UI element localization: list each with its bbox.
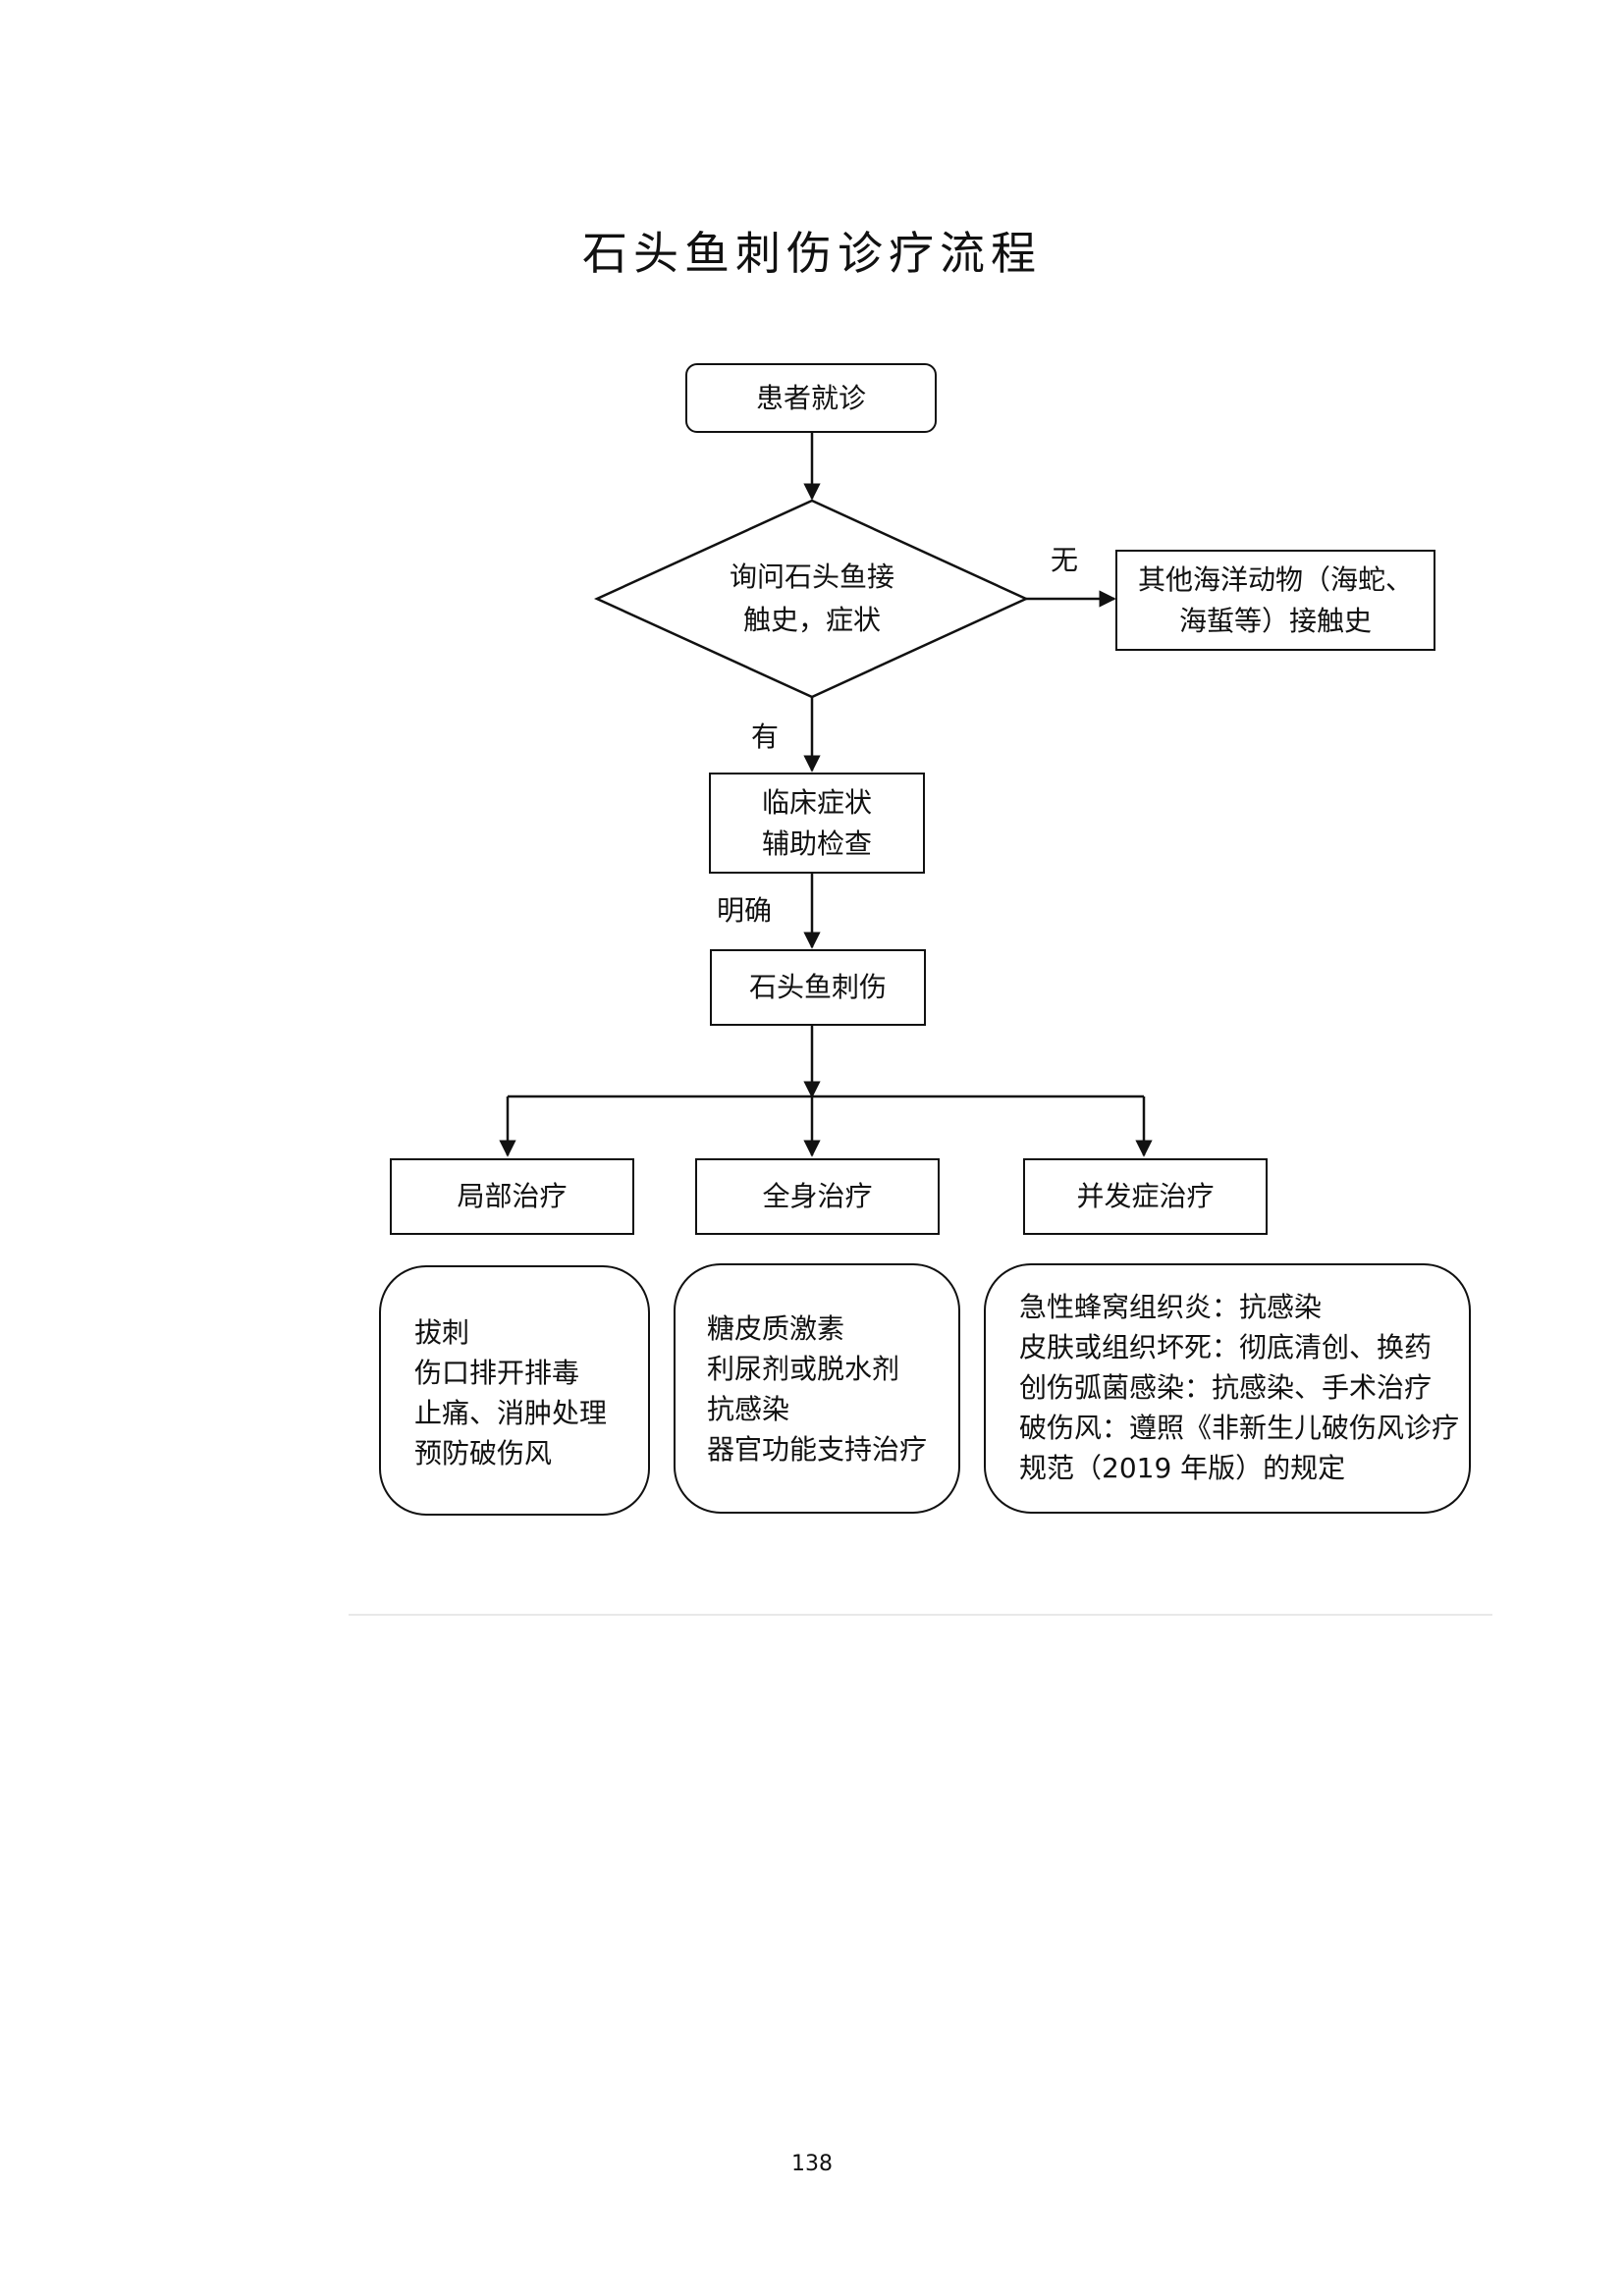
card-complication-details: 急性蜂窝组织炎：抗感染 皮肤或组织坏死：彻底清创、换药 创伤弧菌感染：抗感染、手… — [984, 1263, 1471, 1514]
card-local-details: 拔刺 伤口排开排毒 止痛、消肿处理 预防破伤风 — [379, 1265, 650, 1516]
complication-detail-3: 创伤弧菌感染：抗感染、手术治疗 — [1019, 1371, 1433, 1404]
systemic-detail-2: 利尿剂或脱水剂 — [707, 1353, 900, 1385]
local-detail-1: 拔刺 — [414, 1316, 470, 1349]
node-local-treatment: 局部治疗 — [390, 1158, 634, 1235]
complication-detail-2: 皮肤或组织坏死：彻底清创、换药 — [1019, 1331, 1433, 1363]
node-complication-treatment: 并发症治疗 — [1023, 1158, 1268, 1235]
local-detail-3: 止痛、消肿处理 — [414, 1397, 608, 1429]
node-diagnosis-label: 石头鱼刺伤 — [748, 971, 887, 1003]
node-clinical-line-2: 辅助检查 — [761, 827, 872, 860]
local-detail-2: 伤口排开排毒 — [414, 1357, 580, 1389]
edge-label-yes: 有 — [751, 721, 780, 753]
edge-label-no: 无 — [1051, 544, 1079, 576]
card-systemic-details: 糖皮质激素 利尿剂或脱水剂 抗感染 器官功能支持治疗 — [674, 1263, 960, 1514]
decision-line-2: 触史，症状 — [742, 604, 881, 636]
node-other-line-1: 其他海洋动物（海蛇、 — [1137, 562, 1413, 596]
complication-detail-1: 急性蜂窝组织炎：抗感染 — [1019, 1291, 1323, 1323]
node-clinical-exam: 临床症状 辅助检查 — [709, 773, 925, 874]
node-local-label: 局部治疗 — [457, 1180, 568, 1212]
node-clinical-line-1: 临床症状 — [761, 785, 872, 819]
edge-label-confirmed: 明确 — [717, 894, 773, 927]
complication-detail-4: 破伤风：遵照《非新生儿破伤风诊疗 — [1019, 1412, 1460, 1444]
local-detail-4: 预防破伤风 — [414, 1437, 553, 1469]
node-systemic-label: 全身治疗 — [762, 1180, 873, 1212]
systemic-detail-3: 抗感染 — [707, 1393, 790, 1425]
decision-text: 询问石头鱼接 触史，症状 — [687, 556, 937, 642]
systemic-detail-1: 糖皮质激素 — [707, 1312, 845, 1345]
page-title: 石头鱼刺伤诊疗流程 — [582, 227, 1042, 280]
complication-detail-5: 规范（2019 年版）的规定 — [1019, 1452, 1346, 1484]
node-patient-visit-label: 患者就诊 — [755, 381, 866, 414]
decision-line-1: 询问石头鱼接 — [729, 561, 894, 593]
systemic-detail-4: 器官功能支持治疗 — [707, 1433, 928, 1466]
node-systemic-treatment: 全身治疗 — [695, 1158, 940, 1235]
page-number: 138 — [791, 2152, 833, 2176]
node-other-line-2: 海蜇等）接触史 — [1178, 604, 1372, 637]
node-other-marine-contact: 其他海洋动物（海蛇、 海蜇等）接触史 — [1115, 550, 1435, 651]
node-patient-visit: 患者就诊 — [685, 363, 937, 433]
node-complication-label: 并发症治疗 — [1076, 1180, 1215, 1212]
node-diagnosis: 石头鱼刺伤 — [710, 949, 926, 1026]
